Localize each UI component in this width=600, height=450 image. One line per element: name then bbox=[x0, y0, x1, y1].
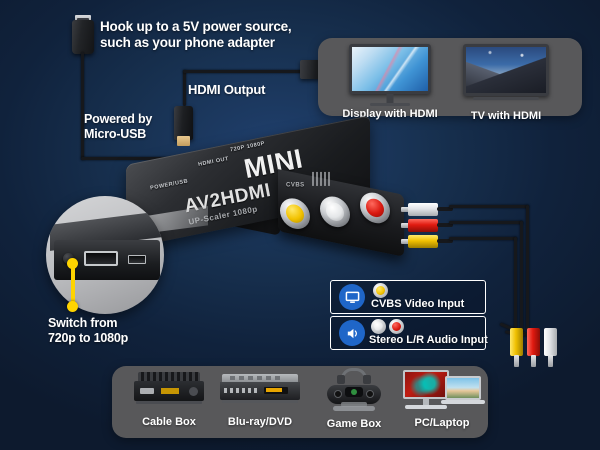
rca-cable-drop-3 bbox=[514, 237, 517, 338]
source-label-cable-box: Cable Box bbox=[142, 416, 196, 428]
source-item-game-box: Game Box bbox=[308, 368, 400, 430]
legend-stereo-audio: Stereo L/R Audio Input bbox=[330, 316, 488, 350]
source-item-pc-laptop: PC/Laptop bbox=[400, 370, 485, 429]
source-item-cable-box: Cable Box bbox=[126, 372, 212, 428]
usb-cable-vertical bbox=[81, 52, 84, 160]
usb-cable-horizontal bbox=[81, 157, 217, 160]
callout-hdmi-output: HDMI Output bbox=[188, 82, 266, 97]
rca-plug-video bbox=[401, 235, 453, 248]
pointer-dot-bottom bbox=[67, 301, 78, 312]
micro-usb-port bbox=[128, 255, 146, 264]
monitor-icon bbox=[339, 284, 365, 310]
av2hdmi-converter: MINI AV2HDMI UP-Scaler 1080p POWER/USB H… bbox=[126, 115, 404, 258]
hdmi-cable-horizontal bbox=[183, 70, 317, 73]
output-item-display: Display with HDMI bbox=[334, 44, 446, 120]
callout-powered-by: Powered by Micro-USB bbox=[84, 112, 153, 141]
hdmi-cable-vertical-left bbox=[183, 70, 186, 106]
rca-cable-drop-1 bbox=[526, 205, 529, 330]
hdmi-plug-device-icon bbox=[174, 106, 193, 146]
desktop-monitor bbox=[403, 370, 449, 399]
speaker-icon bbox=[339, 320, 365, 346]
rca-jack-video bbox=[280, 195, 310, 232]
rca-cable-run-top-1 bbox=[449, 205, 529, 208]
monitor-stand bbox=[386, 94, 394, 104]
callout-switch-resolution: Switch from 720p to 1080p bbox=[48, 316, 129, 345]
converter-port-label-hdmi: HDMI OUT bbox=[197, 156, 230, 168]
cable-box-icon bbox=[134, 372, 204, 406]
monitor-foot bbox=[370, 103, 410, 106]
output-item-tv: TV with HDMI bbox=[446, 44, 566, 122]
bluray-player-icon bbox=[220, 374, 300, 404]
rca-dot-audio-left bbox=[371, 319, 386, 334]
hdmi-port bbox=[84, 251, 118, 266]
rca-jack-audio-left bbox=[320, 193, 350, 230]
output-devices-panel: Display with HDMI TV with HDMI bbox=[318, 38, 582, 122]
legend-label-stereo: Stereo L/R Audio Input bbox=[369, 334, 488, 346]
rca-end-plug-audio-left bbox=[544, 328, 557, 368]
rca-plug-audio-left bbox=[401, 203, 453, 216]
tv-stand bbox=[473, 97, 539, 100]
game-controller-icon bbox=[323, 368, 385, 412]
rca-dot-video bbox=[373, 283, 388, 298]
rca-cable-drop-2 bbox=[520, 221, 523, 334]
converter-front-label-cvbs: CVBS bbox=[286, 182, 305, 189]
tv-icon bbox=[463, 44, 549, 96]
rca-end-plug-video bbox=[510, 328, 523, 368]
source-label-pc-laptop: PC/Laptop bbox=[414, 417, 470, 429]
legend-cvbs-video: CVBS Video Input bbox=[330, 280, 486, 314]
converter-logo-mark bbox=[312, 171, 330, 186]
source-label-bluray: Blu-ray/DVD bbox=[227, 416, 293, 428]
pointer-dot-top bbox=[67, 258, 78, 269]
output-label-tv: TV with HDMI bbox=[470, 110, 542, 122]
legend-label-cvbs: CVBS Video Input bbox=[371, 298, 465, 310]
source-devices-panel: Cable Box Blu-ray/DVD bbox=[112, 366, 488, 438]
usb-a-plug-icon bbox=[72, 20, 94, 54]
pointer-line bbox=[70, 264, 75, 304]
rca-plug-audio-right bbox=[401, 219, 453, 232]
laptop-screen bbox=[445, 376, 481, 400]
callout-power-source: Hook up to a 5V power source, such as yo… bbox=[100, 19, 292, 51]
source-item-bluray: Blu-ray/DVD bbox=[212, 374, 308, 428]
monitor-icon bbox=[349, 44, 431, 94]
rca-dot-audio-right bbox=[389, 319, 404, 334]
rca-end-plug-audio-right bbox=[527, 328, 540, 368]
rca-cable-run-top-3 bbox=[449, 237, 517, 240]
rca-cable-run-top-2 bbox=[449, 221, 523, 224]
converter-port-label-power: POWER/USB bbox=[149, 178, 189, 192]
rca-jack-audio-right bbox=[360, 189, 390, 226]
converter-front-face: CVBS bbox=[278, 169, 404, 257]
magnifier-circle bbox=[46, 196, 164, 314]
computer-icon bbox=[403, 370, 485, 412]
source-label-game-box: Game Box bbox=[326, 418, 382, 430]
